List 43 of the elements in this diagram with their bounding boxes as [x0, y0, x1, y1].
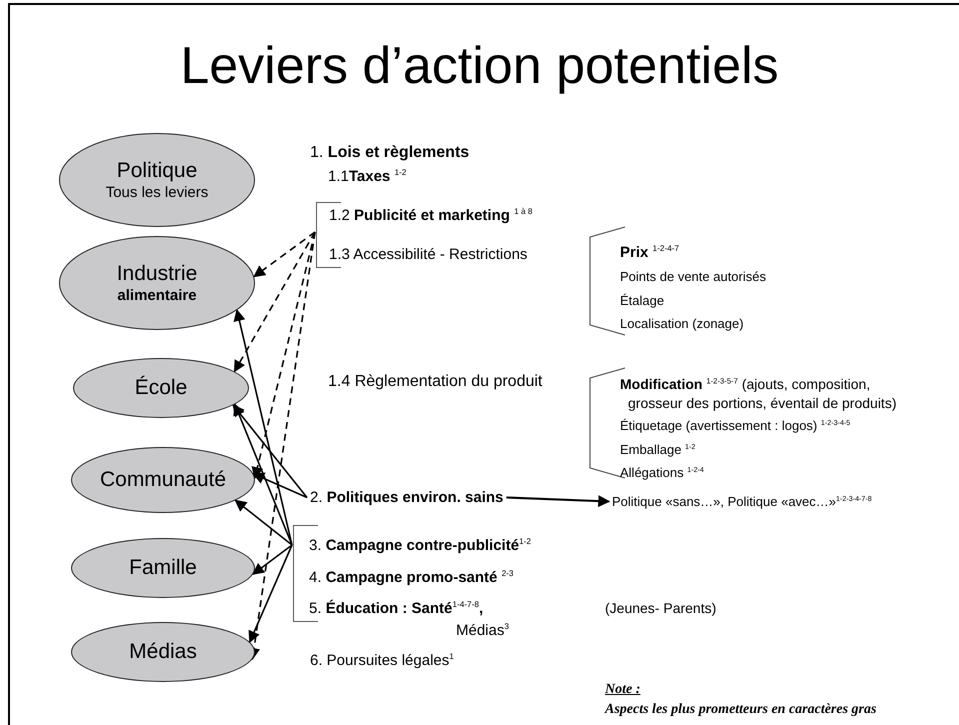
list-item: Modification $^{1-2-3-5-7}$ (ajouts, composition, grosseur des portions, éventail de produits) [620, 375, 898, 413]
node-label: Famille [129, 554, 197, 581]
node-label: Industrie [116, 260, 198, 286]
arrow [234, 309, 293, 546]
node-sublabel: Tous les leviers [106, 184, 208, 202]
list-heading: 1. Lois et règlements [310, 143, 470, 163]
node-text: Politique «sans…», Politique «avec…»$^{1-2-3-4-7-8}$ [612, 494, 872, 509]
list-item: 1.2 Publicité et marketing $^{1 à 8}$ [329, 206, 532, 226]
arrow [234, 500, 292, 546]
arrow [233, 403, 293, 546]
list-item: Prix $^{1-2-4-7}$ [620, 243, 680, 263]
list-item: 6. Poursuites légales$^{1}$ [310, 651, 454, 671]
arrow [232, 404, 308, 498]
list-item: 1.1Taxes $^{1-2}$ [328, 167, 406, 187]
dashed-arrow [252, 232, 316, 480]
ellipse-node [73, 358, 249, 418]
list-item: 1.4 Règlementation du produit [328, 372, 542, 392]
list-item: 4. Campagne promo-santé $^{2-3}$ [309, 568, 514, 588]
node-label: Politique [116, 158, 198, 184]
node-label: École [134, 374, 188, 401]
list-item: 1.3 Accessibilité - Restrictions [329, 245, 528, 265]
dashed-arrow [234, 232, 316, 373]
node-text: 2. Politiques environ. sains [310, 489, 504, 506]
list-item: 3. Campagne contre-publicité$^{1-2}$ [309, 536, 531, 556]
note-heading: Note : [605, 681, 640, 699]
list-item: Étalage [620, 292, 664, 310]
list-item: Étiquetage (avertissement : logos) $^{1-2-3-4-5}$ [620, 417, 850, 435]
arrow [252, 472, 308, 498]
dashed-arrow [253, 231, 316, 278]
list-item: Points de vente autorisés [620, 268, 766, 286]
note-text: (Jeunes- Parents) [605, 599, 716, 618]
arrow [506, 495, 610, 508]
list-item: Allégations $^{1-2-4}$ [620, 464, 704, 482]
arrow [248, 544, 293, 644]
list-item: 5. Éducation : Santé$^{1-4-7-8}$, Médias$^{3}$ [309, 598, 510, 641]
node-sublabel: alimentaire [117, 286, 197, 306]
title: Leviers d’action potentiels [179, 36, 780, 96]
node-label: Communauté [100, 466, 226, 493]
node-label: Médias [129, 638, 197, 665]
list-item: Localisation (zonage) [620, 315, 744, 333]
list-item: Emballage $^{1-2}$ [620, 441, 696, 459]
note-text: Aspects les plus prometteurs en caractères gras [605, 701, 876, 719]
arrow [252, 544, 292, 575]
